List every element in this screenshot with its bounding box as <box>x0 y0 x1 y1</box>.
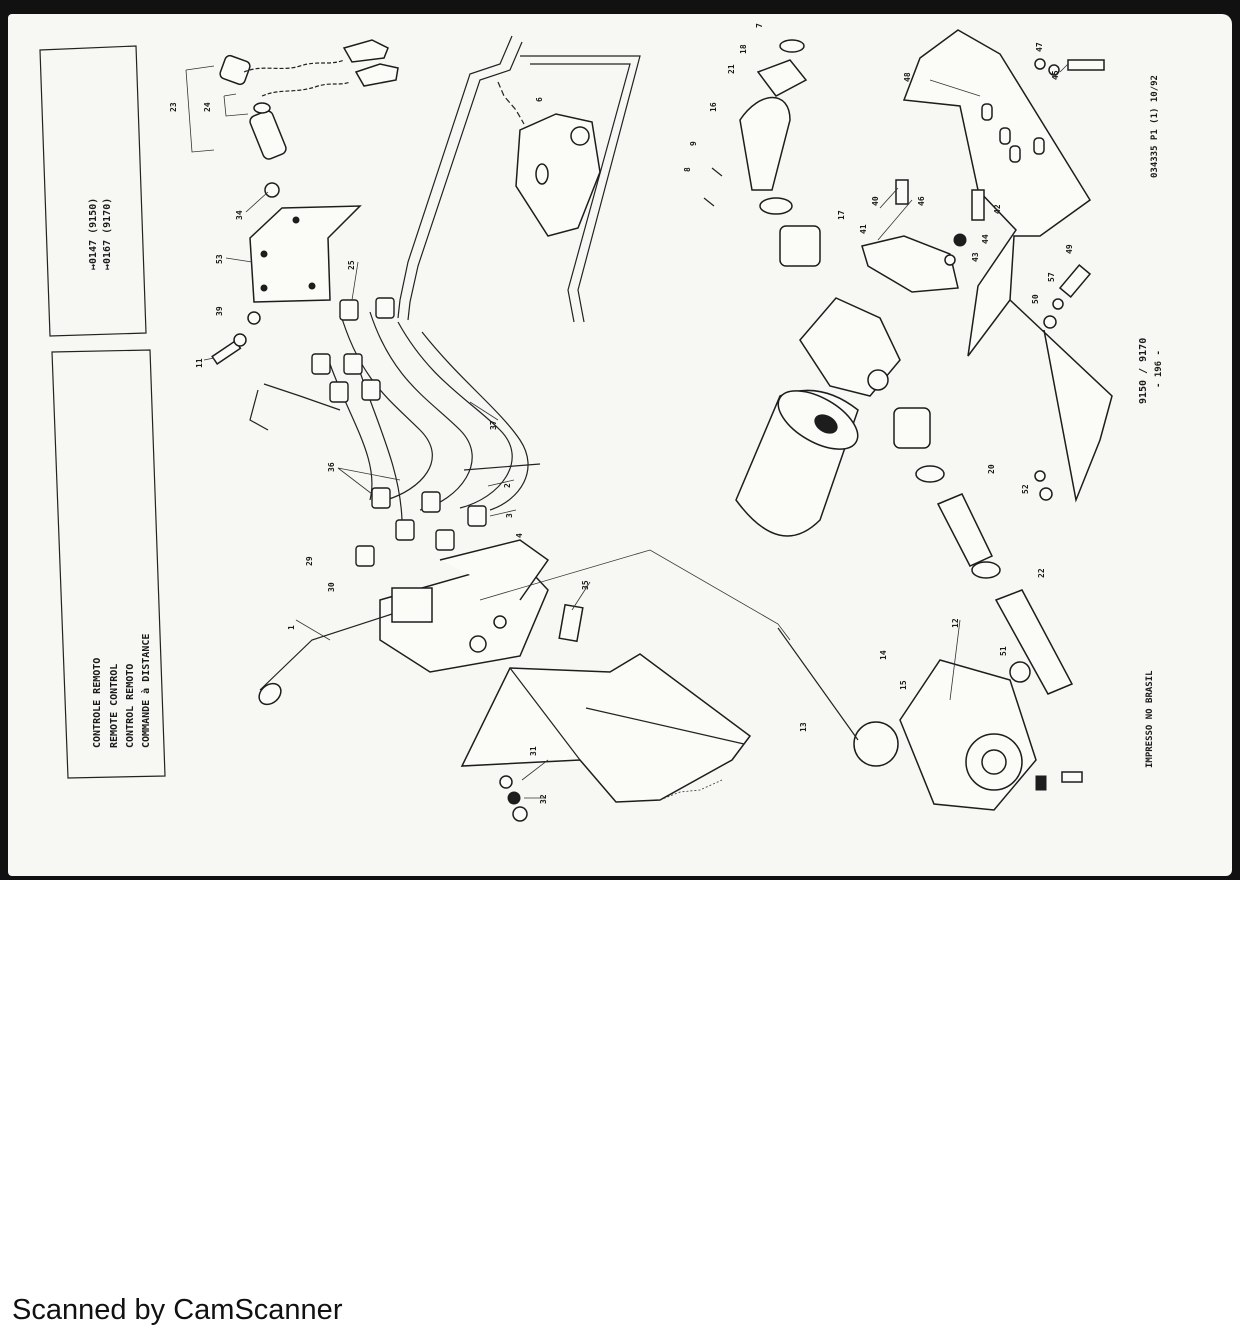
reference-code: 034335 P1 (1) 10/92 <box>1150 75 1160 178</box>
hydraulic-pump <box>777 627 1083 811</box>
callout: 7 <box>755 23 764 28</box>
serial-line-2: ↦0167 (9170) <box>102 198 113 270</box>
parts-diagram: CONTROLE REMOTO REMOTE CONTROL CONTROL R… <box>39 23 1164 822</box>
callout: 46 <box>917 196 926 206</box>
control-valve <box>258 539 550 706</box>
clamp-plate <box>861 235 959 293</box>
callout: 18 <box>739 44 748 54</box>
callout: 12 <box>951 618 960 628</box>
callout: 20 <box>987 464 996 474</box>
pressure-tube <box>397 35 513 319</box>
title-line-2: REMOTE CONTROL <box>109 664 120 748</box>
mounting-plate <box>460 653 752 803</box>
callout: 47 <box>1035 42 1044 52</box>
callout: 31 <box>529 746 538 756</box>
title-line-3: CONTROL REMOTO <box>125 664 136 748</box>
title-line-4: COMMANDE à DISTANCE <box>140 634 152 748</box>
callout: 22 <box>1037 568 1046 578</box>
callout: 1 <box>287 625 296 630</box>
title-line-1: CONTROLE REMOTO <box>92 658 103 748</box>
callout: 8 <box>683 167 692 172</box>
scanner-watermark: Scanned by CamScanner <box>12 1294 343 1326</box>
callout: 15 <box>899 680 908 690</box>
callout: 2 <box>503 483 512 488</box>
callout: 34 <box>235 210 244 220</box>
callout: 23 <box>169 102 178 112</box>
printed-in-brazil: IMPRESSO NO BRASIL <box>1145 670 1155 768</box>
quick-coupler-assembly <box>185 39 399 198</box>
callout: 37 <box>489 420 498 430</box>
callout: 50 <box>1031 294 1040 304</box>
callout: 6 <box>535 97 544 102</box>
callout-labels: 1 2 3 4 6 7 8 9 11 12 13 14 15 16 17 18 … <box>169 23 1074 804</box>
callout: 16 <box>709 102 718 112</box>
tank-support-bracket <box>861 29 1113 503</box>
callout: 44 <box>981 234 990 244</box>
callout: 4 <box>515 533 524 538</box>
callout: 53 <box>215 254 224 264</box>
callout: 25 <box>347 260 356 270</box>
callout: 40 <box>871 196 880 206</box>
callout: 35 <box>581 580 590 590</box>
title-box: CONTROLE REMOTO REMOTE CONTROL CONTROL R… <box>51 349 166 779</box>
leader-lines <box>203 63 1069 799</box>
callout: 43 <box>971 252 980 262</box>
callout: 14 <box>879 650 888 660</box>
callout: 32 <box>539 794 548 804</box>
oil-filter <box>735 389 859 537</box>
model-number: 9150 / 9170 <box>1138 338 1149 404</box>
callout: 36 <box>327 462 336 472</box>
callout: 21 <box>727 64 736 74</box>
return-hose <box>936 493 994 567</box>
callout: 48 <box>903 72 912 82</box>
callout: 30 <box>327 582 336 592</box>
callout: 9 <box>689 141 698 146</box>
callout: 11 <box>195 358 204 368</box>
suction-tube <box>994 589 1074 695</box>
callout: 51 <box>999 646 1008 656</box>
callout: 45 <box>1051 70 1060 80</box>
callout: 3 <box>505 513 514 518</box>
callout: 42 <box>993 204 1002 214</box>
serial-line-1: ↦0147 (9150) <box>88 198 99 270</box>
callout: 41 <box>859 224 868 234</box>
callout: 52 <box>1021 484 1030 494</box>
suction-elbow <box>739 96 791 191</box>
callout: 39 <box>215 306 224 316</box>
callout: 57 <box>1047 272 1056 282</box>
hydraulic-hoses <box>249 297 541 567</box>
decal <box>558 603 584 643</box>
mounting-bracket <box>249 205 362 303</box>
bolt-11 <box>211 311 261 366</box>
page-number: - 196 - <box>1154 350 1164 388</box>
callout: 49 <box>1065 244 1074 254</box>
callout: 13 <box>799 722 808 732</box>
callout: 17 <box>837 210 846 220</box>
callout: 29 <box>305 556 314 566</box>
callout: 24 <box>203 102 212 112</box>
scanned-page-photo: CONTROLE REMOTO REMOTE CONTROL CONTROL R… <box>0 0 1240 880</box>
serial-box: ↦0147 (9150) ↦0167 (9170) <box>39 45 147 337</box>
